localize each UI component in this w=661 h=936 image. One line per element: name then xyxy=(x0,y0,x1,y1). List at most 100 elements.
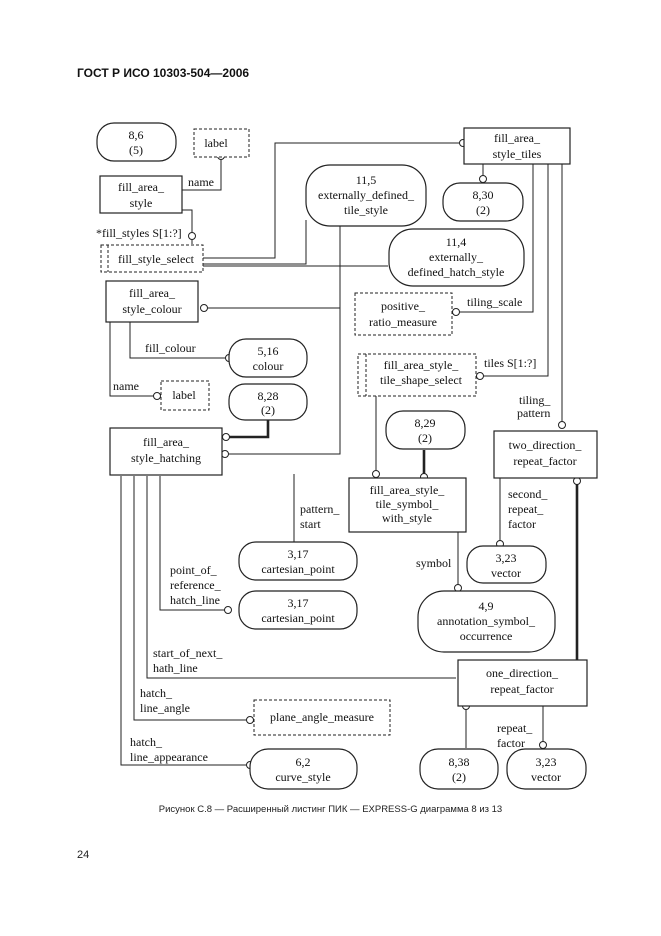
edge-label-hatch-line-appearance-1: hatch_ xyxy=(130,735,163,749)
svg-text:fill_area_: fill_area_ xyxy=(143,435,190,449)
svg-text:fill_style_select: fill_style_select xyxy=(118,252,195,266)
page-ref-5-16-colour[interactable]: 5,16 colour xyxy=(228,338,308,378)
edge-label-start-of-next-2: hath_line xyxy=(153,661,198,675)
svg-text:3,17: 3,17 xyxy=(288,596,309,610)
svg-text:repeat_factor: repeat_factor xyxy=(513,454,576,468)
edge-label-symbol: symbol xyxy=(416,556,452,570)
svg-text:cartesian_point: cartesian_point xyxy=(261,562,335,576)
edge-label-fill-colour: fill_colour xyxy=(145,341,196,355)
svg-text:8,30: 8,30 xyxy=(473,188,494,202)
svg-text:vector: vector xyxy=(531,770,561,784)
svg-text:occurrence: occurrence xyxy=(460,629,513,643)
entity-fill-area-style-hatching[interactable]: fill_area_ style_hatching xyxy=(109,427,223,476)
svg-text:fill_area_: fill_area_ xyxy=(494,131,541,145)
page-ref-8-30[interactable]: 8,30 (2) xyxy=(442,182,524,222)
edge-label-point-of-reference-3: hatch_line xyxy=(170,593,220,607)
edge-label-pattern-start-2: start xyxy=(300,517,321,531)
svg-text:tile_shape_select: tile_shape_select xyxy=(380,373,463,387)
edge-label-tiling-pattern-1: tiling_ xyxy=(519,393,551,407)
svg-text:positive_: positive_ xyxy=(381,299,426,313)
edge-label-point-of-reference-2: reference_ xyxy=(170,578,222,592)
svg-text:3,23: 3,23 xyxy=(496,551,517,565)
entity-fill-area-style-tile-symbol-with-style[interactable]: fill_area_style_ tile_symbol_ with_style xyxy=(348,477,467,533)
svg-text:fill_area_style_: fill_area_style_ xyxy=(370,483,446,497)
page-ref-3-17-cartesian-point-b[interactable]: 3,17 cartesian_point xyxy=(238,590,358,630)
page-ref-11-5-externally-defined-tile-style[interactable]: 11,5 externally_defined_ tile_style xyxy=(305,164,427,227)
select-fill-area-style-tile-shape-select[interactable]: fill_area_style_ tile_shape_select xyxy=(357,353,477,397)
select-fill-style-select[interactable]: fill_style_select xyxy=(100,244,204,273)
svg-text:externally_defined_: externally_defined_ xyxy=(318,188,415,202)
svg-text:label: label xyxy=(204,136,228,150)
entity-two-direction-repeat-factor[interactable]: two_direction_ repeat_factor xyxy=(493,430,598,479)
svg-text:defined_hatch_style: defined_hatch_style xyxy=(408,265,505,279)
entity-fill-area-style[interactable]: fill_area_ style xyxy=(99,175,183,214)
svg-text:(5): (5) xyxy=(129,143,143,157)
type-plane-angle-measure[interactable]: plane_angle_measure xyxy=(253,699,391,736)
page-number: 24 xyxy=(77,849,90,861)
svg-text:(2): (2) xyxy=(476,203,490,217)
edge-label-name: name xyxy=(188,175,214,189)
edge-label-point-of-reference-1: point_of_ xyxy=(170,563,218,577)
edge-label-repeat-factor-1: repeat_ xyxy=(497,721,533,735)
page-ref-11-4-externally-defined-hatch-style[interactable]: 11,4 externally_ defined_hatch_style xyxy=(388,228,525,287)
edge-label-tiling-pattern-2: pattern xyxy=(517,406,550,420)
page-ref-3-17-cartesian-point-a[interactable]: 3,17 cartesian_point xyxy=(238,541,358,581)
svg-text:curve_style: curve_style xyxy=(275,770,330,784)
svg-text:3,23: 3,23 xyxy=(536,755,557,769)
svg-text:repeat_factor: repeat_factor xyxy=(490,682,553,696)
svg-text:8,6: 8,6 xyxy=(129,128,144,142)
svg-text:one_direction_: one_direction_ xyxy=(486,666,559,680)
svg-text:fill_area_: fill_area_ xyxy=(118,180,165,194)
svg-text:fill_area_: fill_area_ xyxy=(129,286,176,300)
figure-caption: Рисунок C.8 — Расширенный листинг ПИК — … xyxy=(158,804,503,815)
svg-text:fill_area_style_: fill_area_style_ xyxy=(384,358,460,372)
edge-label-second-repeat-factor-2: repeat_ xyxy=(508,502,544,516)
svg-text:8,28: 8,28 xyxy=(258,389,279,403)
page-ref-6-2-curve-style[interactable]: 6,2 curve_style xyxy=(249,748,358,790)
svg-text:colour: colour xyxy=(253,359,284,373)
svg-text:plane_angle_measure: plane_angle_measure xyxy=(270,710,374,724)
page-ref-4-9-annotation-symbol-occurrence[interactable]: 4,9 annotation_symbol_ occurrence xyxy=(417,590,556,653)
svg-text:style_colour: style_colour xyxy=(122,302,181,316)
page-ref-3-23-vector-b[interactable]: 3,23 vector xyxy=(506,748,587,790)
entity-one-direction-repeat-factor[interactable]: one_direction_ repeat_factor xyxy=(457,659,588,707)
entity-fill-area-style-tiles[interactable]: fill_area_ style_tiles xyxy=(463,127,571,165)
svg-text:11,4: 11,4 xyxy=(446,235,467,249)
page-ref-8-38[interactable]: 8,38 (2) xyxy=(419,748,499,790)
edge-label-second-repeat-factor-1: second_ xyxy=(508,487,548,501)
svg-text:tile_symbol_: tile_symbol_ xyxy=(376,497,440,511)
svg-text:8,38: 8,38 xyxy=(449,755,470,769)
svg-text:style_hatching: style_hatching xyxy=(131,451,201,465)
svg-text:6,2: 6,2 xyxy=(296,755,311,769)
edge-label-hatch-line-angle-1: hatch_ xyxy=(140,686,173,700)
page-ref-8-28[interactable]: 8,28 (2) xyxy=(228,383,308,421)
type-positive-ratio-measure[interactable]: positive_ ratio_measure xyxy=(354,292,453,336)
svg-text:8,29: 8,29 xyxy=(415,416,436,430)
label-type-mid[interactable]: label xyxy=(160,380,210,411)
svg-text:label: label xyxy=(172,388,196,402)
edge-label-name-2: name xyxy=(113,379,139,393)
edge-label-tiling-scale: tiling_scale xyxy=(467,295,522,309)
page-ref-8-29[interactable]: 8,29 (2) xyxy=(385,410,466,450)
edge-label-start-of-next-1: start_of_next_ xyxy=(153,646,223,660)
svg-text:annotation_symbol_: annotation_symbol_ xyxy=(437,614,536,628)
edge-labels: name *fill_styles S[1:?] fill_colour nam… xyxy=(96,175,551,764)
entity-fill-area-style-colour[interactable]: fill_area_ style_colour xyxy=(105,280,199,323)
svg-text:3,17: 3,17 xyxy=(288,547,309,561)
svg-text:style: style xyxy=(130,196,153,210)
edge-label-tiles: tiles S[1:?] xyxy=(484,356,536,370)
svg-text:4,9: 4,9 xyxy=(479,599,494,613)
svg-text:(2): (2) xyxy=(418,431,432,445)
svg-text:style_tiles: style_tiles xyxy=(493,147,542,161)
label-type-top[interactable]: label xyxy=(193,128,250,158)
svg-text:two_direction_: two_direction_ xyxy=(509,438,583,452)
edge-label-pattern-start-1: pattern_ xyxy=(300,502,340,516)
page-ref-3-23-vector-a[interactable]: 3,23 vector xyxy=(466,545,547,584)
edge-label-second-repeat-factor-3: factor xyxy=(508,517,536,531)
page-header: ГОСТ Р ИСО 10303-504—2006 xyxy=(77,66,250,80)
svg-text:with_style: with_style xyxy=(382,511,432,525)
svg-text:cartesian_point: cartesian_point xyxy=(261,611,335,625)
page-ref-8-6[interactable]: 8,6 (5) xyxy=(96,122,177,162)
edge-label-repeat-factor-2: factor xyxy=(497,736,525,750)
